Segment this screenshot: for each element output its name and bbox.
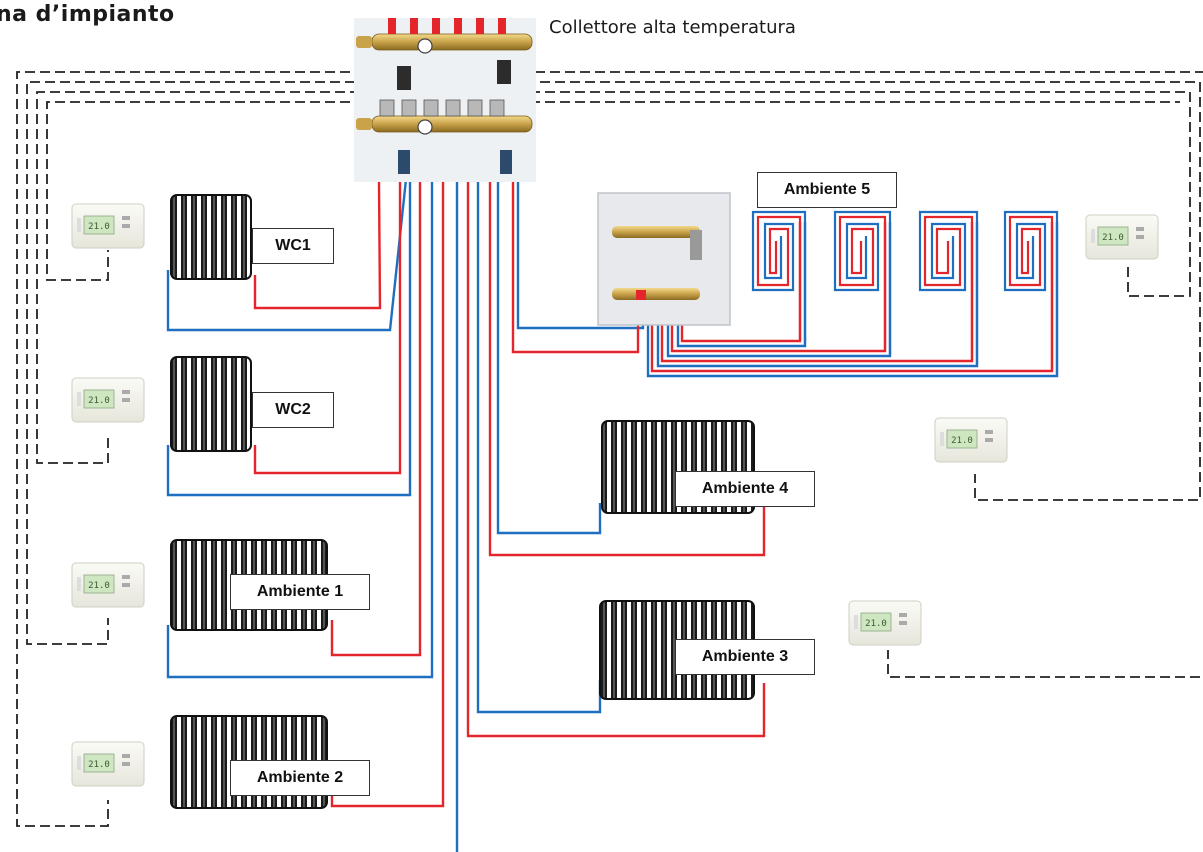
underfloor-heating-loops [751, 210, 1059, 374]
thermostat-wc1 [71, 203, 145, 249]
room-label-ambiente-5: Ambiente 5 [757, 172, 897, 208]
thermostat-ambiente-2 [71, 741, 145, 787]
room-label-ambiente-1: Ambiente 1 [230, 574, 370, 610]
room-label-ambiente-2: Ambiente 2 [230, 760, 370, 796]
thermostat-wc2 [71, 377, 145, 423]
room-label-wc2: WC2 [252, 392, 334, 428]
thermostat-ambiente-5 [1085, 214, 1159, 260]
radiator-wc1 [170, 194, 252, 280]
manifold-label: Collettore alta temperatura [549, 17, 796, 38]
room-label-wc1: WC1 [252, 228, 334, 264]
thermostat-ambiente-3 [848, 600, 922, 646]
mixing-unit-box [597, 192, 731, 326]
high-temperature-manifold [354, 18, 536, 182]
radiator-wc2 [170, 356, 252, 452]
page-title: na d’impianto [0, 2, 175, 27]
thermostat-ambiente-1 [71, 562, 145, 608]
room-label-ambiente-4: Ambiente 4 [675, 471, 815, 507]
room-label-ambiente-3: Ambiente 3 [675, 639, 815, 675]
thermostat-ambiente-4 [934, 417, 1008, 463]
